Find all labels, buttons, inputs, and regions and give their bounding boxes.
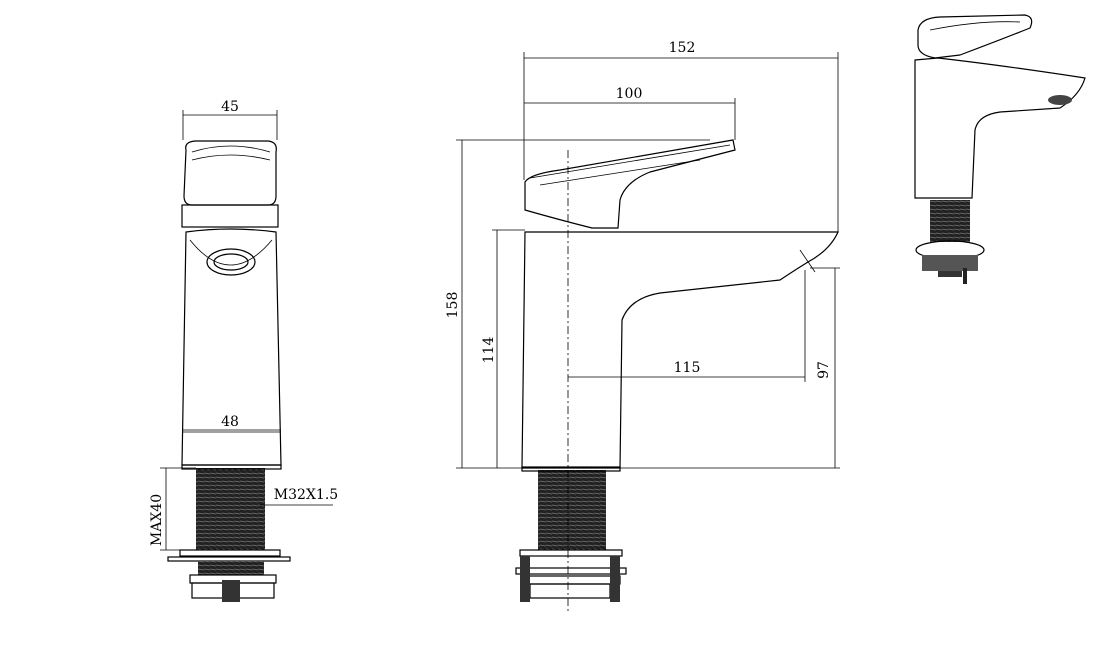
dim-max40: MAX40 bbox=[149, 494, 165, 546]
side-body bbox=[521, 231, 839, 469]
front-thread bbox=[196, 468, 265, 550]
dim-115: 115 bbox=[674, 360, 701, 376]
label-thread: M32X1.5 bbox=[274, 487, 338, 503]
dim-152: 152 bbox=[669, 40, 696, 56]
dim-100: 100 bbox=[616, 86, 643, 102]
front-handle bbox=[183, 140, 277, 206]
side-thread bbox=[538, 470, 606, 550]
dim-158: 158 bbox=[445, 292, 461, 319]
side-handle bbox=[524, 139, 736, 229]
dim-114: 114 bbox=[481, 337, 497, 364]
dim-97: 97 bbox=[816, 361, 832, 379]
dim-45: 45 bbox=[221, 99, 239, 115]
side-view: 152 100 158 114 115 97 bbox=[445, 40, 840, 612]
perspective-view bbox=[914, 14, 1086, 284]
front-body bbox=[181, 228, 282, 466]
dim-48: 48 bbox=[221, 414, 239, 430]
front-view: 45 48 MAX40 M32X1.5 bbox=[149, 99, 338, 602]
